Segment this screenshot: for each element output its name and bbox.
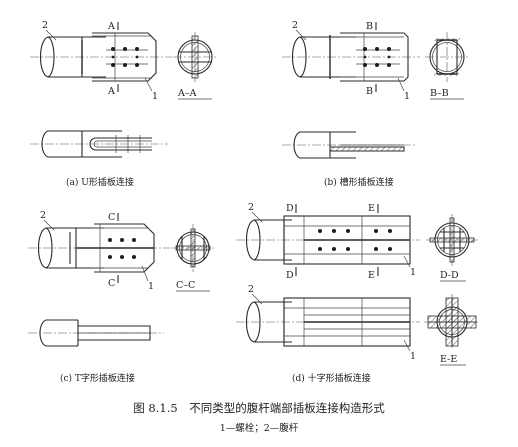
bolt-mark <box>132 238 136 242</box>
panel-b-section-mark-bottom: B <box>366 86 373 97</box>
figure-legend: 1—螺栓；2—腹杆 <box>220 422 299 434</box>
bolt-mark <box>318 229 322 233</box>
callout-bolt: 1 <box>152 91 158 102</box>
panel-a-bolt-group <box>111 47 139 67</box>
bolt-mark <box>108 238 112 242</box>
bolt-mark <box>108 255 112 259</box>
panel-c-section-mark-top: C <box>108 212 115 223</box>
panel-c-elevation: C C 2 1 <box>28 210 170 292</box>
panel-b-section-label: B–B <box>430 88 449 99</box>
callout-bolt: 1 <box>404 91 410 102</box>
panel-d-section-mark-e-bottom: E <box>368 270 375 281</box>
panel-b-section-mark-top: B <box>366 21 373 32</box>
bolt-mark <box>387 47 391 51</box>
panel-c-section-view: C–C <box>171 224 215 292</box>
bolt-mark <box>388 247 392 251</box>
bolt-mark <box>332 229 336 233</box>
callout-bolt: 1 <box>148 281 154 292</box>
panel-a-plan-view <box>30 130 168 158</box>
panel-d-section-mark-d-top: D <box>286 203 294 214</box>
bolt-mark <box>363 55 367 59</box>
panel-a: A A 2 1 A–A <box>30 20 217 188</box>
bolt-mark <box>135 63 139 67</box>
panel-b-section-view: B–B <box>425 32 469 100</box>
bolt-mark <box>387 63 391 67</box>
callout-bolt: 1 <box>410 267 416 278</box>
callout-member: 2 <box>42 20 48 31</box>
panel-d-section-view-e: E-E <box>424 294 480 366</box>
bolt-mark <box>388 229 392 233</box>
panel-d-section-label-d: D-D <box>440 270 459 281</box>
bolt-mark <box>363 63 367 67</box>
bolt-mark <box>332 247 336 251</box>
bolt-mark <box>363 47 367 51</box>
bolt-mark <box>111 47 115 51</box>
bolt-mark <box>387 55 391 59</box>
panel-c-bolt-group <box>108 238 136 259</box>
panel-c-section-label: C–C <box>176 280 195 291</box>
panel-a-section-view: A–A <box>173 32 217 100</box>
callout-member: 2 <box>40 210 46 221</box>
panel-d-elevation-upper: D D E E 2 1 <box>236 202 420 281</box>
panel-a-section-mark-bottom: A <box>107 86 115 97</box>
callout-member: 2 <box>292 20 298 31</box>
callout-member: 2 <box>248 202 254 213</box>
panel-a-elevation: A A 2 1 <box>30 20 172 102</box>
panel-b-bolt-group <box>363 47 391 67</box>
panel-c: C C 2 1 C–C (c) T字形插板 <box>28 210 215 384</box>
bolt-mark <box>346 229 350 233</box>
panel-d: D D E E 2 1 D-D <box>236 202 480 384</box>
panel-b: B B 2 1 B–B <box>282 20 469 188</box>
bolt-mark <box>123 47 127 51</box>
bolt-mark <box>135 47 139 51</box>
panel-c-plan-view <box>28 319 164 347</box>
figure-title: 图 8.1.5 不同类型的腹杆端部插板连接构造形式 <box>133 401 385 415</box>
panel-d-section-view-d: D-D <box>426 214 478 282</box>
panel-a-caption: (a) U形插板连接 <box>66 176 134 188</box>
panel-d-bolt-group-upper <box>318 229 392 251</box>
bolt-mark <box>374 229 378 233</box>
panel-d-section-label-e: E-E <box>440 354 457 365</box>
bolt-mark <box>374 247 378 251</box>
bolt-mark <box>135 55 139 59</box>
panel-b-caption: (b) 槽形插板连接 <box>324 176 394 188</box>
panel-a-section-label: A–A <box>177 88 197 99</box>
panel-b-elevation: B B 2 1 <box>282 20 420 102</box>
panel-b-plan-view <box>282 131 416 159</box>
bolt-mark <box>132 255 136 259</box>
panel-d-elevation-lower: 2 1 <box>236 284 420 362</box>
bolt-mark <box>375 63 379 67</box>
panel-d-section-mark-d-bottom: D <box>286 270 294 281</box>
bolt-mark <box>111 63 115 67</box>
bolt-mark <box>318 247 322 251</box>
bolt-mark <box>346 247 350 251</box>
panel-d-caption: (d) 十字形插板连接 <box>292 372 371 384</box>
bolt-mark <box>111 55 115 59</box>
bolt-mark <box>120 255 124 259</box>
panel-c-caption: (c) T字形插板连接 <box>60 372 135 384</box>
panel-a-section-mark-top: A <box>107 21 115 32</box>
bolt-mark <box>120 238 124 242</box>
bolt-mark <box>123 63 127 67</box>
panel-c-section-mark-bottom: C <box>108 278 115 289</box>
bolt-mark <box>375 47 379 51</box>
callout-member: 2 <box>248 284 254 295</box>
callout-bolt: 1 <box>410 351 416 362</box>
panel-d-section-mark-e-top: E <box>368 203 375 214</box>
